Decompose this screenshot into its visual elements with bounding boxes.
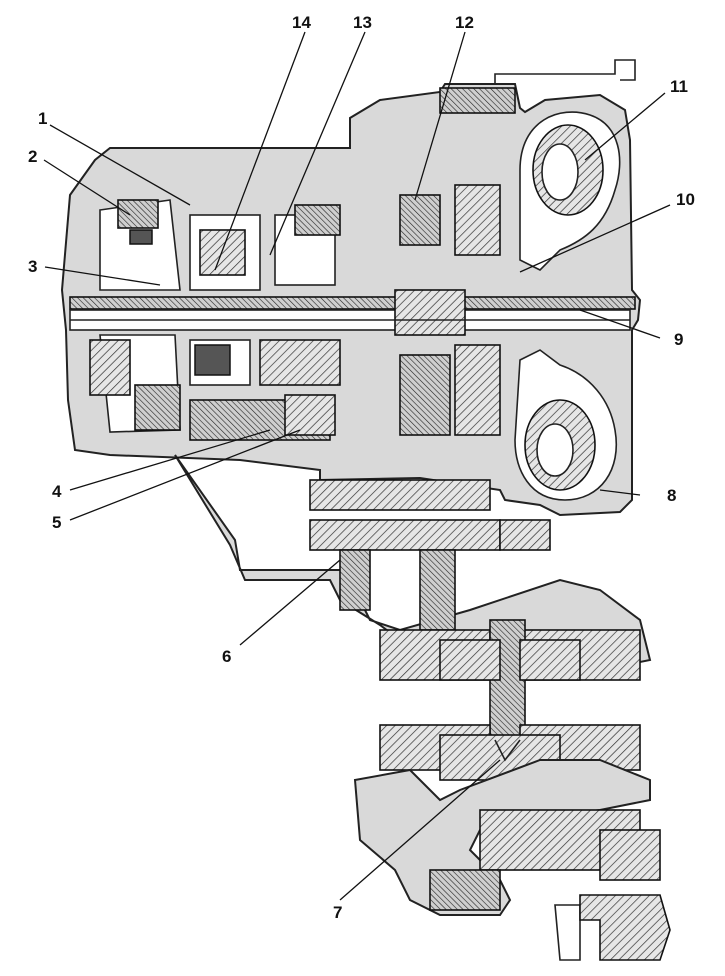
callout-labels: 1 2 3 4 5 6 7 8 9 10 11 12 13 14: [28, 13, 695, 922]
leader-10: [519, 204, 671, 273]
leader-9: [579, 309, 661, 339]
differential: [379, 619, 641, 781]
label-6: 6: [222, 647, 231, 666]
label-10: 10: [676, 190, 695, 209]
leader-12: [414, 31, 466, 201]
leader-1: [49, 124, 191, 206]
leader-3: [44, 266, 161, 286]
label-11: 11: [670, 77, 688, 96]
label-5: 5: [52, 513, 61, 532]
leader-2: [43, 159, 131, 216]
left-clutch-assembly: [89, 199, 181, 433]
leader-8: [599, 489, 641, 496]
leader-13: [269, 31, 366, 256]
label-3: 3: [28, 257, 37, 276]
leader-5: [69, 429, 301, 521]
label-1: 1: [38, 109, 47, 128]
main-shaft: [69, 289, 636, 336]
leader-11: [584, 92, 666, 161]
leader-14: [214, 31, 306, 271]
label-14: 14: [292, 13, 311, 32]
leader-lines: [43, 31, 671, 901]
label-7: 7: [333, 903, 342, 922]
label-4: 4: [52, 482, 62, 501]
planetary-gearset: [189, 204, 341, 441]
leader-4: [69, 429, 271, 491]
right-clutch-assembly: [399, 87, 516, 436]
leader-6: [239, 559, 341, 646]
lower-housing: [353, 759, 671, 961]
label-13: 13: [353, 13, 372, 32]
label-8: 8: [667, 486, 676, 505]
label-12: 12: [455, 13, 474, 32]
label-9: 9: [674, 330, 683, 349]
leader-7: [339, 759, 501, 901]
label-2: 2: [28, 147, 37, 166]
transfer-gear-section: [174, 454, 652, 672]
